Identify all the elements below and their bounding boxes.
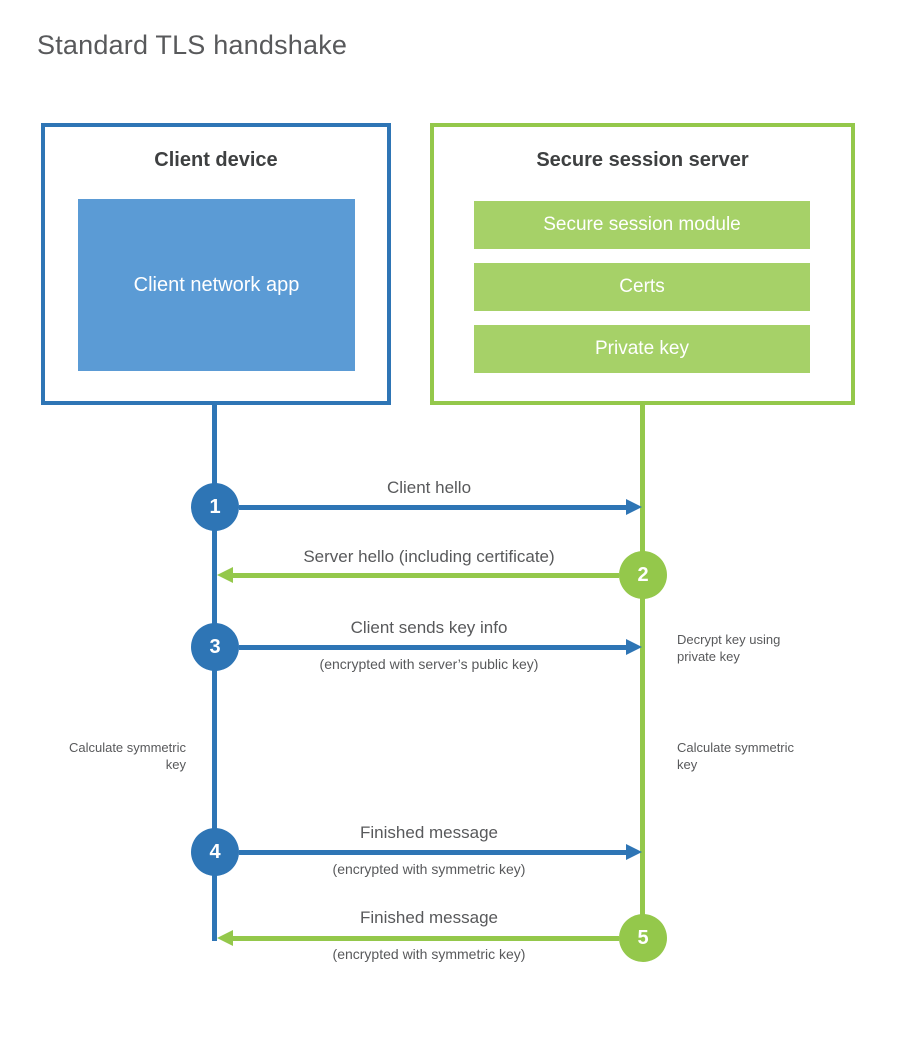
arrow-client-key-info (239, 645, 626, 650)
step-2-marker: 2 (619, 551, 667, 599)
step-1-marker: 1 (191, 483, 239, 531)
client-device-title: Client device (154, 149, 278, 171)
client-lifeline (212, 405, 217, 941)
label-finished-server: Finished message (360, 908, 498, 927)
step-4-marker: 4 (191, 828, 239, 876)
step-3-marker: 3 (191, 623, 239, 671)
note-decrypt-key: Decrypt key using private key (677, 632, 781, 664)
server-module-private-key: Private key (474, 325, 810, 373)
label-client-key-info: Client sends key info (350, 618, 508, 637)
server-lifeline (640, 405, 645, 938)
step-5-marker: 5 (619, 914, 667, 962)
arrowhead-right-icon (626, 499, 642, 515)
server-module-label: Private key (595, 338, 689, 359)
page-title: Standard TLS handshake (37, 30, 348, 60)
step-3-number: 3 (209, 635, 221, 658)
note-calculate-symmetric-key-client: Calculate symmetric key (68, 740, 186, 772)
sublabel-client-key-info: (encrypted with server’s public key) (319, 656, 539, 672)
arrowhead-right-icon (626, 844, 642, 860)
step-4-number: 4 (209, 840, 221, 863)
client-network-app-block: Client network app (78, 199, 355, 371)
arrowhead-right-icon (626, 639, 642, 655)
server-module-label: Secure session module (543, 214, 741, 235)
sublabel-finished-client: (encrypted with symmetric key) (332, 861, 526, 877)
step-2-number: 2 (637, 563, 649, 586)
client-device-box: Client device Client network app (41, 123, 391, 405)
server-module-label: Certs (619, 276, 665, 297)
arrow-client-hello (239, 505, 626, 510)
secure-session-server-box: Secure session server Secure session mod… (430, 123, 855, 405)
step-5-number: 5 (637, 926, 649, 949)
note-calculate-symmetric-key-server: Calculate symmetric key (677, 740, 795, 772)
arrow-finished-client (239, 850, 626, 855)
server-module-secure-session-module: Secure session module (474, 201, 810, 249)
client-network-app-label: Client network app (133, 274, 300, 296)
label-server-hello: Server hello (including certificate) (303, 547, 555, 566)
arrowhead-left-icon (217, 567, 233, 583)
arrow-finished-server (233, 936, 619, 941)
step-1-number: 1 (209, 495, 221, 518)
secure-session-server-title: Secure session server (536, 149, 749, 171)
label-finished-client: Finished message (360, 823, 498, 842)
arrow-server-hello (233, 573, 619, 578)
label-client-hello: Client hello (386, 478, 472, 497)
arrowhead-left-icon (217, 930, 233, 946)
sublabel-finished-server: (encrypted with symmetric key) (332, 946, 526, 962)
server-module-certs: Certs (474, 263, 810, 311)
